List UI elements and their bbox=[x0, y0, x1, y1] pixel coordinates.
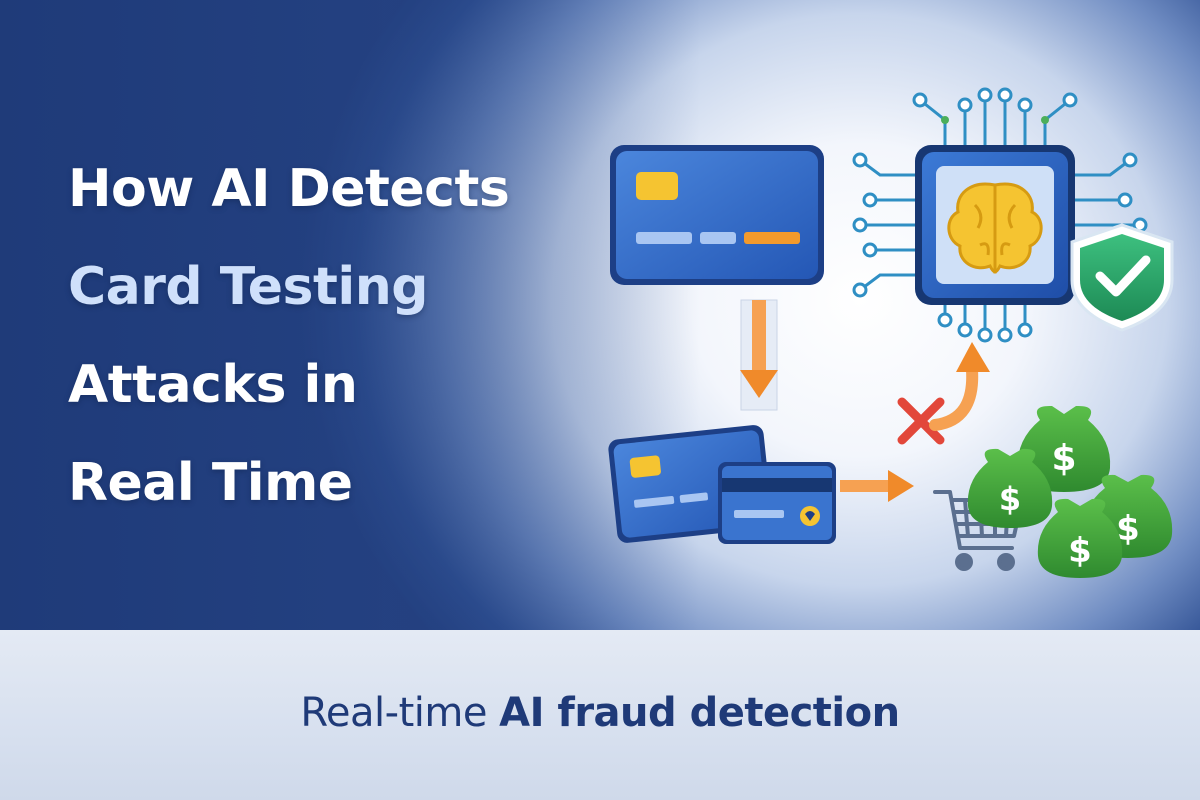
tagline-bold: AI fraud detection bbox=[499, 690, 900, 736]
blocked-x-icon bbox=[897, 397, 945, 445]
headline-line-1: How AI Detects bbox=[68, 159, 510, 219]
headline-line-2: Card Testing bbox=[68, 257, 428, 317]
tagline: Real-time AI fraud detection bbox=[0, 690, 1200, 736]
money-bags-icon: $ $ $ $ bbox=[967, 405, 1173, 578]
up-arrow-icon bbox=[929, 342, 990, 431]
ai-brain-chip-icon bbox=[852, 87, 1148, 343]
svg-text:$: $ bbox=[999, 480, 1021, 518]
fraud-illustration: $ $ $ $ bbox=[608, 87, 1174, 578]
right-arrow-icon bbox=[840, 470, 914, 502]
credit-card-icon bbox=[610, 145, 824, 285]
svg-text:$: $ bbox=[1116, 509, 1140, 549]
tagline-regular: Real-time bbox=[300, 690, 500, 736]
stacked-cards-icon bbox=[608, 425, 836, 544]
down-arrow-icon bbox=[740, 299, 778, 411]
shield-check-icon bbox=[1070, 223, 1174, 332]
svg-text:$: $ bbox=[1068, 531, 1092, 571]
headline-line-4: Real Time bbox=[68, 453, 353, 513]
brain-icon bbox=[947, 182, 1043, 274]
footer-banner: Real-time AI fraud detection bbox=[0, 630, 1200, 800]
hero-banner: How AI Detects Card Testing Attacks in R… bbox=[0, 0, 1200, 630]
headline: How AI Detects Card Testing Attacks in R… bbox=[68, 140, 510, 532]
headline-line-3: Attacks in bbox=[68, 355, 358, 415]
svg-text:$: $ bbox=[1051, 438, 1076, 479]
